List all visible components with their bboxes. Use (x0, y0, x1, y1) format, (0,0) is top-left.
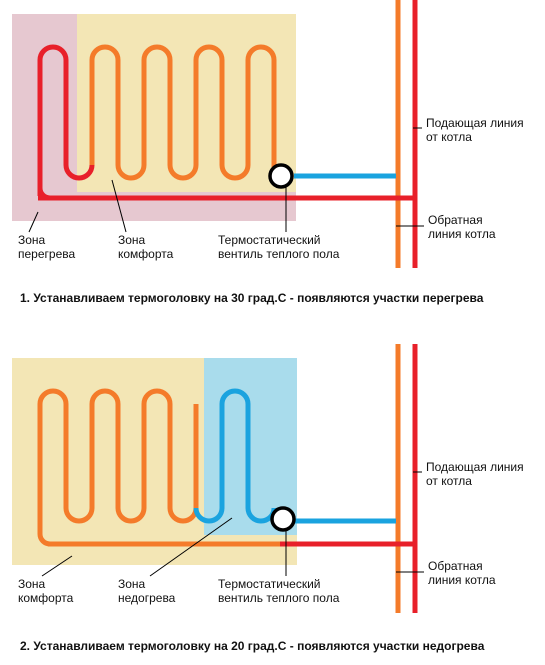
underheat-zone-2-bottom (204, 535, 297, 565)
serpentine-2-blue (193, 388, 277, 524)
caption-2: 2. Устанавливаем термоголовку на 20 град… (20, 639, 485, 653)
leader-1a (28, 211, 39, 233)
valve-1 (268, 163, 294, 189)
return-line-1 (37, 44, 95, 196)
comfort-zone-1 (77, 14, 296, 192)
serpentine-1 (89, 44, 277, 181)
leader-1b (111, 179, 127, 233)
valve-2 (270, 506, 296, 532)
leader-2b (149, 517, 233, 577)
leader-2a (41, 555, 73, 577)
bottom-left-corner-1 (37, 170, 51, 201)
caption-1: 1. Устанавливаем термоголовку на 30 град… (20, 291, 484, 305)
serpentine-2-orange (37, 388, 199, 530)
